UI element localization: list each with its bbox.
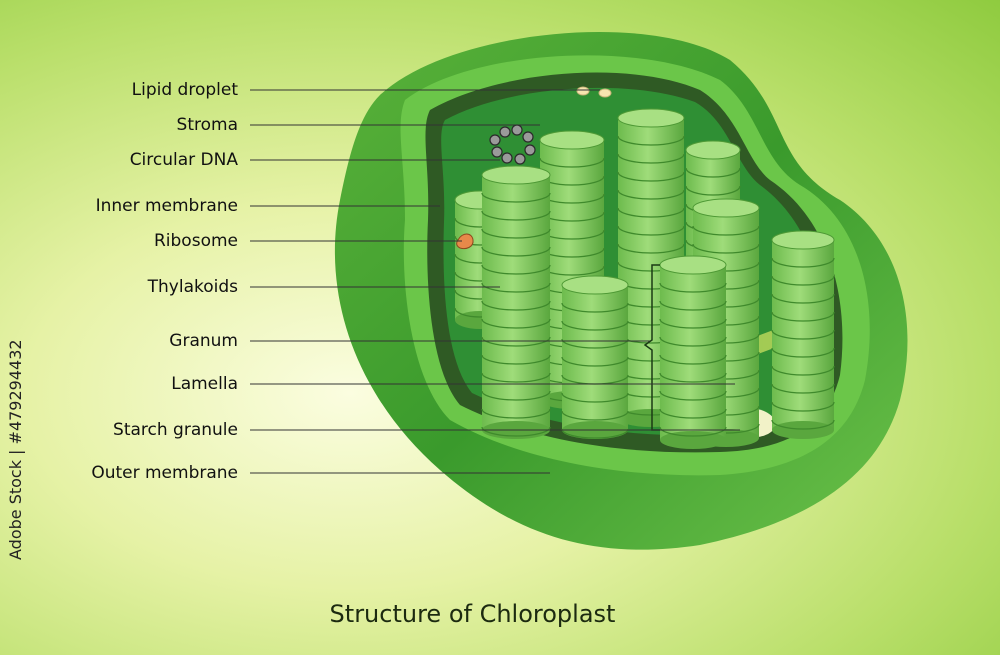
label-starch-granule: Starch granule (113, 420, 238, 440)
thylakoid-disc (771, 311, 835, 322)
thylakoid-disc (481, 264, 551, 275)
stock-id: Adobe Stock | #479294432 (6, 339, 25, 560)
thylakoid-disc (561, 428, 629, 439)
thylakoid-top (539, 130, 605, 150)
thylakoid-top (617, 108, 685, 128)
thylakoid-disc (685, 167, 741, 178)
thylakoid-disc (771, 347, 835, 358)
thylakoid-disc (771, 401, 835, 412)
thylakoid-disc (481, 300, 551, 311)
granum-stack (771, 230, 835, 439)
lipid-droplet (576, 86, 590, 96)
circular-dna (489, 124, 536, 165)
thylakoid-top (481, 165, 551, 185)
grana (454, 108, 835, 449)
label-thylakoids: Thylakoids (147, 277, 238, 297)
thylakoid-disc (771, 383, 835, 394)
thylakoid-disc (481, 246, 551, 257)
thylakoid-disc (771, 275, 835, 286)
thylakoid-disc (771, 419, 835, 430)
label-outer-membrane: Outer membrane (91, 463, 238, 483)
thylakoid-disc (481, 228, 551, 239)
thylakoid-disc (659, 426, 727, 437)
thylakoid-column (562, 285, 628, 430)
thylakoid-disc (617, 207, 685, 218)
thylakoid-disc (617, 135, 685, 146)
thylakoid-disc (561, 392, 629, 403)
thylakoid-top (771, 230, 835, 250)
label-stroma: Stroma (176, 115, 238, 135)
thylakoid-disc (481, 354, 551, 365)
granum-stack (659, 255, 727, 449)
thylakoid-disc (771, 257, 835, 268)
granum-stack (481, 165, 551, 439)
thylakoid-disc (561, 320, 629, 331)
thylakoid-disc (659, 300, 727, 311)
thylakoid-disc (561, 410, 629, 421)
thylakoid-disc (617, 189, 685, 200)
diagram-title: Structure of Chloroplast (329, 600, 616, 628)
thylakoid-top (561, 275, 629, 295)
thylakoid-disc (659, 318, 727, 329)
thylakoid-disc (561, 338, 629, 349)
thylakoid-disc (481, 210, 551, 221)
thylakoid-disc (685, 185, 741, 196)
label-lamella: Lamella (171, 374, 238, 394)
thylakoid-disc (481, 390, 551, 401)
thylakoid-disc (771, 365, 835, 376)
thylakoid-disc (659, 354, 727, 365)
lipid-droplet (598, 88, 612, 98)
label-lipid-droplet: Lipid droplet (131, 80, 238, 100)
label-ribosome: Ribosome (153, 231, 238, 251)
label-inner-membrane: Inner membrane (95, 196, 238, 216)
thylakoid-disc (539, 157, 605, 168)
thylakoid-disc (659, 408, 727, 419)
thylakoid-disc (659, 282, 727, 293)
thylakoid-disc (659, 336, 727, 347)
thylakoid-disc (561, 356, 629, 367)
thylakoid-top (692, 198, 760, 218)
thylakoid-disc (617, 153, 685, 164)
thylakoid-disc (617, 225, 685, 236)
thylakoid-disc (481, 372, 551, 383)
label-circular-dna: Circular DNA (129, 150, 238, 170)
thylakoid-disc (659, 390, 727, 401)
thylakoid-disc (692, 243, 760, 254)
thylakoid-disc (481, 318, 551, 329)
thylakoid-disc (771, 293, 835, 304)
leader-lines (250, 89, 740, 474)
thylakoid-disc (481, 408, 551, 419)
thylakoid-column (482, 175, 550, 430)
thylakoid-disc (659, 372, 727, 383)
thylakoid-disc (692, 225, 760, 236)
granum-stack (561, 275, 629, 439)
thylakoid-column (772, 240, 834, 430)
thylakoid-base (660, 431, 726, 449)
lipid-droplets (576, 86, 612, 98)
thylakoid-disc (617, 171, 685, 182)
thylakoid-top (685, 140, 741, 160)
thylakoid-disc (617, 243, 685, 254)
label-granum: Granum (169, 331, 238, 351)
thylakoid-disc (771, 329, 835, 340)
thylakoid-disc (481, 426, 551, 437)
thylakoid-disc (481, 192, 551, 203)
thylakoid-column (660, 265, 726, 440)
thylakoid-top (659, 255, 727, 275)
thylakoid-base (772, 421, 834, 439)
ribosome (456, 233, 474, 250)
thylakoid-disc (561, 302, 629, 313)
